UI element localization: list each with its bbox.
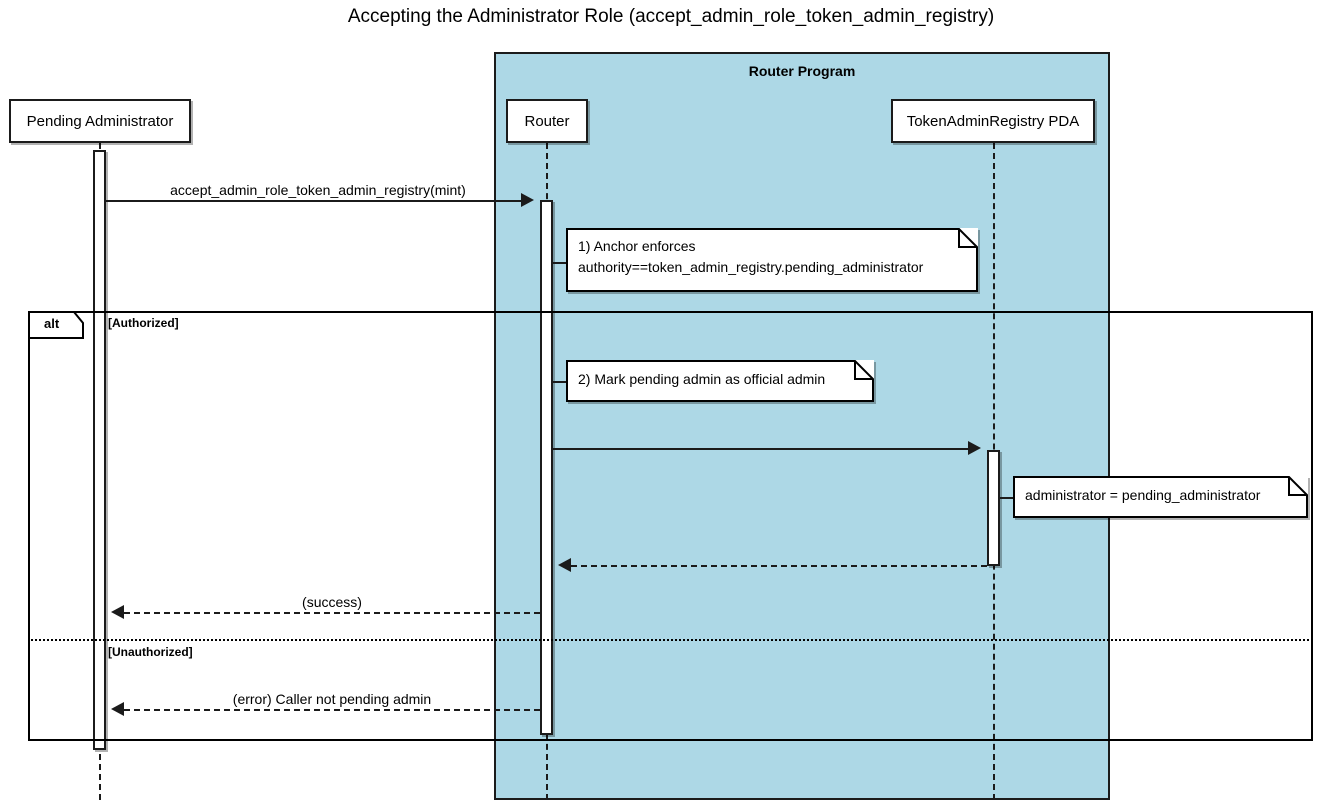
participant-router[interactable]: Router bbox=[506, 99, 588, 143]
note-stub-mark-pending-admin bbox=[553, 381, 567, 383]
note-administrator-assign: administrator = pending_administrator bbox=[1013, 476, 1308, 518]
alt-fragment-tab bbox=[28, 311, 84, 339]
message-line-success-return bbox=[124, 612, 540, 614]
alt-fragment-divider bbox=[28, 639, 1313, 641]
note-stub-administrator-assign bbox=[1000, 497, 1014, 499]
group-box-router-program bbox=[494, 52, 1110, 800]
message-line-accept-admin-role-call bbox=[106, 200, 521, 202]
participant-label-token-admin-registry-pda: TokenAdminRegistry PDA bbox=[906, 112, 1080, 130]
message-line-router-to-pda-write bbox=[553, 448, 968, 450]
message-arrowhead-success-return bbox=[111, 605, 124, 619]
message-label-accept-admin-role-call: accept_admin_role_token_admin_registry(m… bbox=[170, 182, 466, 198]
note-text-anchor-enforces: 1) Anchor enforces authority==token_admi… bbox=[578, 238, 924, 275]
participant-label-pending-administrator: Pending Administrator bbox=[26, 112, 174, 130]
message-arrowhead-accept-admin-role-call bbox=[521, 193, 534, 207]
message-arrowhead-error-return bbox=[111, 702, 124, 716]
guard-authorized: [Authorized] bbox=[108, 316, 179, 330]
message-label-success-return: (success) bbox=[302, 594, 362, 610]
activation-token-admin-registry-pda bbox=[987, 450, 1000, 566]
message-arrowhead-pda-to-router-return bbox=[558, 558, 571, 572]
note-text-administrator-assign: administrator = pending_administrator bbox=[1025, 487, 1261, 503]
diagram-title: Accepting the Administrator Role (accept… bbox=[347, 6, 995, 27]
message-line-error-return bbox=[124, 709, 540, 711]
participant-pending-administrator[interactable]: Pending Administrator bbox=[9, 99, 191, 143]
participant-token-admin-registry-pda[interactable]: TokenAdminRegistry PDA bbox=[891, 99, 1095, 143]
participant-label-router: Router bbox=[524, 112, 570, 130]
message-line-pda-to-router-return bbox=[571, 565, 987, 567]
note-text-mark-pending-admin: 2) Mark pending admin as official admin bbox=[578, 371, 826, 387]
alt-fragment-operator-label: alt bbox=[44, 316, 60, 331]
note-stub-anchor-enforces bbox=[553, 262, 567, 264]
guard-unauthorized: [Unauthorized] bbox=[108, 645, 193, 659]
alt-fragment bbox=[28, 311, 1313, 741]
note-anchor-enforces: 1) Anchor enforces authority==token_admi… bbox=[566, 228, 978, 292]
note-mark-pending-admin: 2) Mark pending admin as official admin bbox=[566, 360, 874, 402]
group-title-router-program: Router Program bbox=[748, 63, 856, 79]
activation-pending-administrator bbox=[93, 150, 106, 750]
message-label-error-return: (error) Caller not pending admin bbox=[232, 691, 432, 707]
activation-router bbox=[540, 200, 553, 735]
message-arrowhead-router-to-pda-write bbox=[968, 441, 981, 455]
